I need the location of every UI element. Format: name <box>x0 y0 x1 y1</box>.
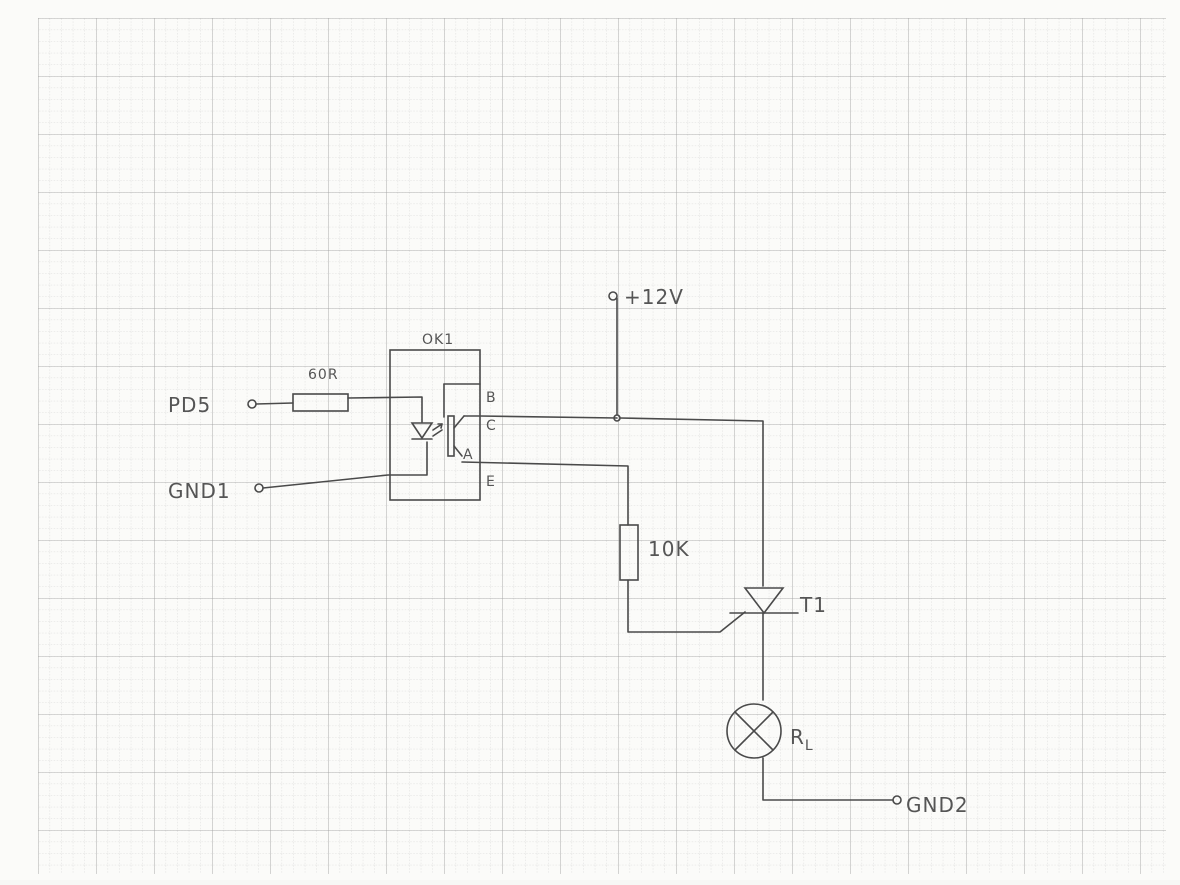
pin-e-label: E <box>486 474 496 490</box>
lamp-load-icon <box>726 703 782 759</box>
wire-pd5-resistor <box>255 402 294 405</box>
load-label: RL <box>790 725 814 754</box>
resistor-10k <box>619 524 639 581</box>
wire-emitter-10k <box>461 461 629 526</box>
supply-terminal <box>608 291 618 301</box>
optocoupler-box <box>389 349 481 501</box>
led-icon <box>410 422 443 440</box>
pin-c-label: C <box>486 418 497 434</box>
grid <box>38 18 1166 874</box>
pd5-label: PD5 <box>168 393 211 417</box>
phototransistor-icon <box>443 383 481 457</box>
wire-gnd1-led <box>262 441 428 489</box>
optocoupler-label: OK1 <box>422 332 454 348</box>
gnd2-terminal <box>892 795 902 805</box>
wire-collector-junction <box>463 415 618 419</box>
resistor-60r <box>292 393 349 412</box>
thyristor-icon <box>729 587 799 701</box>
resistor-10k-label: 10K <box>648 537 690 561</box>
pin-a-label: A <box>463 447 474 463</box>
gnd2-label: GND2 <box>906 793 969 817</box>
thyristor-label: T1 <box>799 593 827 617</box>
gnd1-label: GND1 <box>168 479 231 503</box>
wire-10k-gate <box>627 579 746 633</box>
wire-resistor-led <box>347 396 423 423</box>
supply-label: +12V <box>624 285 684 309</box>
wire-load-gnd2 <box>762 757 894 801</box>
resistor-60r-label: 60R <box>308 367 339 383</box>
pin-b-label: B <box>486 390 497 406</box>
wire-junction-t1 <box>619 417 764 587</box>
